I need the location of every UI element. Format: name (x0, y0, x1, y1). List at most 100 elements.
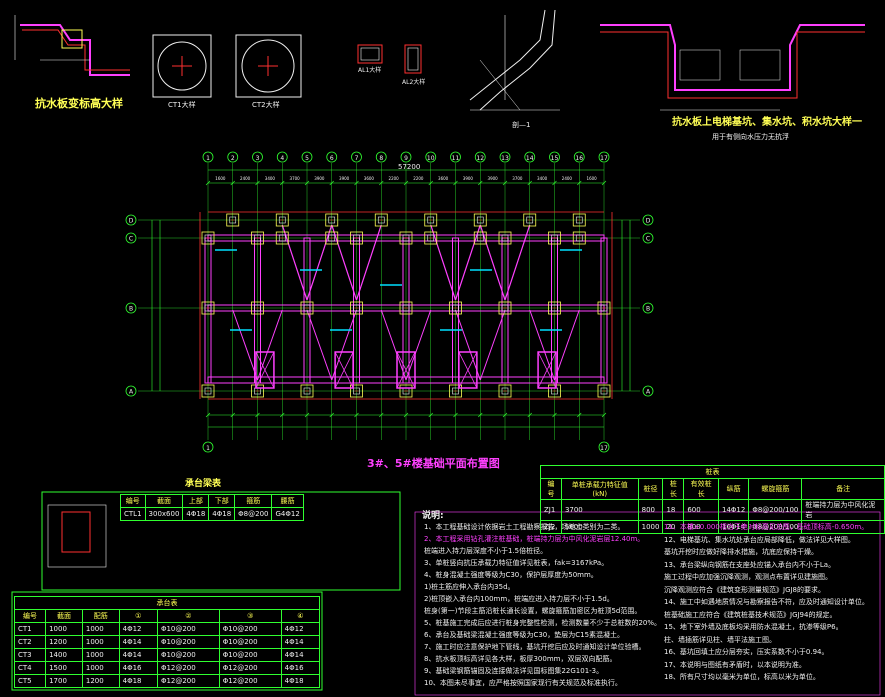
pit-cross (458, 351, 478, 389)
table-cell: CT4 (13, 661, 47, 675)
axis-bubble-side (125, 232, 137, 244)
axis-label-top: 2 (231, 155, 235, 162)
top-dim-text: 2200 (413, 176, 424, 181)
note-line: 10、本图未尽事宜，应严格按照国家现行有关规范及标准执行。 (424, 679, 622, 687)
axis-label-bottom: 17 (600, 445, 608, 452)
pile-cap (350, 384, 363, 398)
axis-bubble-top (375, 151, 387, 163)
axis-bubble-top (301, 151, 313, 163)
column (204, 304, 212, 312)
pile-cap (251, 301, 264, 315)
pile-cap (325, 231, 339, 245)
axis-bubble-side (642, 214, 654, 226)
column (328, 216, 336, 224)
axis-label-top: 1 (206, 155, 210, 162)
top-dim-text: 3400 (265, 176, 276, 181)
pile-table-title: 桩表 (540, 465, 885, 479)
pit-detail-note: 用于有侧向水压力无抗浮 (712, 133, 789, 141)
column (353, 234, 360, 242)
table-cell: 18 (662, 499, 685, 521)
pile-cap-table-title: 承台表 (14, 596, 320, 610)
axis-label-top: 9 (404, 155, 408, 162)
top-dim-text: 3900 (488, 176, 499, 181)
column (402, 234, 410, 242)
dim-tick (304, 180, 310, 186)
top-dim-text: 2200 (389, 176, 400, 181)
top-dim-text: 3900 (339, 176, 350, 181)
table-cell: Φ10@200 (156, 648, 220, 662)
pit-cross (537, 351, 557, 389)
axis-label-top: 12 (476, 155, 484, 162)
note-line: 11、本楼±0.000相当于绝对标高见总图，基础顶标高-0.650m。 (664, 523, 869, 531)
note-line: 14、施工中如遇地质情况与勘察报告不符，应及时通知设计单位。 (664, 598, 869, 606)
column (254, 234, 261, 242)
top-dim-text: 3700 (512, 176, 523, 181)
dim-tick (428, 412, 433, 418)
top-dim-text: 3700 (290, 176, 301, 181)
axis-label-top: 14 (526, 155, 534, 162)
column (427, 216, 435, 224)
table-cell: G4Φ12 (271, 507, 304, 521)
note-line: 16、基坑回填土应分层夯实，压实系数不小于0.94。 (664, 648, 829, 656)
diagonal-beam (355, 224, 382, 301)
ct1-title: CT1大样 (168, 101, 196, 109)
column (353, 387, 360, 395)
table-header: ② (156, 609, 220, 623)
axis-bubble-bottom (202, 441, 214, 453)
pile-cap (449, 384, 462, 398)
diagonal-beam (430, 224, 457, 301)
dim-tick (230, 180, 235, 186)
column (204, 387, 212, 395)
axis-bubble-side (125, 214, 137, 226)
table-cell: 4Φ18 (118, 674, 158, 688)
axis-bubble-top (202, 151, 214, 163)
axis-bubble-top (524, 151, 536, 163)
column (575, 234, 583, 242)
note-line: 5、桩基施工完成后应进行桩身完整性检测，检测数量不少于总桩数的20%。 (424, 619, 662, 627)
table-cell: CT1 (13, 622, 47, 636)
note-line: 9、基础梁钢筋锚固及连接做法详见国标图集22G101-3。 (424, 667, 604, 675)
table-cell: 4Φ18 (182, 507, 210, 521)
table-cell: Φ10@200 (156, 635, 220, 649)
pit-detail-title: 抗水板上电梯基坑、集水坑、积水坑大样一 (672, 117, 862, 128)
table-header: 单桩承载力特征值(kN) (560, 478, 639, 500)
column (452, 387, 459, 395)
column (377, 216, 385, 224)
table-cell: ZJ2 (540, 520, 562, 534)
axis-bubble-top (351, 151, 362, 163)
pile-cap (399, 231, 413, 245)
axis-bubble-top (326, 151, 338, 163)
table-cell: Φ10@200 (218, 635, 282, 649)
table-cell: CTL1 (120, 507, 146, 521)
plan-title: 3#、5#楼基础平面布置图 (367, 457, 500, 470)
top-dim-text: 3900 (463, 176, 474, 181)
pile-cap (350, 231, 363, 245)
table-cell: CT5 (13, 674, 47, 688)
dim-tick (379, 180, 384, 186)
table-header: ④ (280, 609, 321, 623)
table-cell: 4Φ18 (280, 674, 321, 688)
axis-label-top: 3 (256, 155, 260, 162)
table-cell: 1500 (45, 661, 83, 675)
elevator-pit (458, 351, 478, 389)
lower-diagonal-beam (257, 309, 283, 381)
diagonal-beam (306, 224, 333, 301)
lower-diagonal-beam (306, 309, 333, 381)
dim-tick (527, 412, 532, 418)
note-line: 施工过程中应加强沉降观测，观测点布置详见建施图。 (664, 573, 832, 581)
column (600, 304, 608, 312)
diagonal-beam (504, 224, 531, 301)
lower-diagonal-beam (479, 309, 506, 381)
axis-label-top: 6 (330, 155, 334, 162)
axis-label-top: 4 (280, 155, 284, 162)
pile-cap (449, 301, 462, 315)
table-header: ① (118, 609, 158, 623)
pile-cap (597, 301, 611, 315)
pile-cap (300, 301, 314, 315)
lower-diagonal-beam (405, 309, 432, 381)
note-line: 3、单桩竖向抗压承载力特征值详见桩表，fak=3167kPa。 (424, 559, 609, 567)
